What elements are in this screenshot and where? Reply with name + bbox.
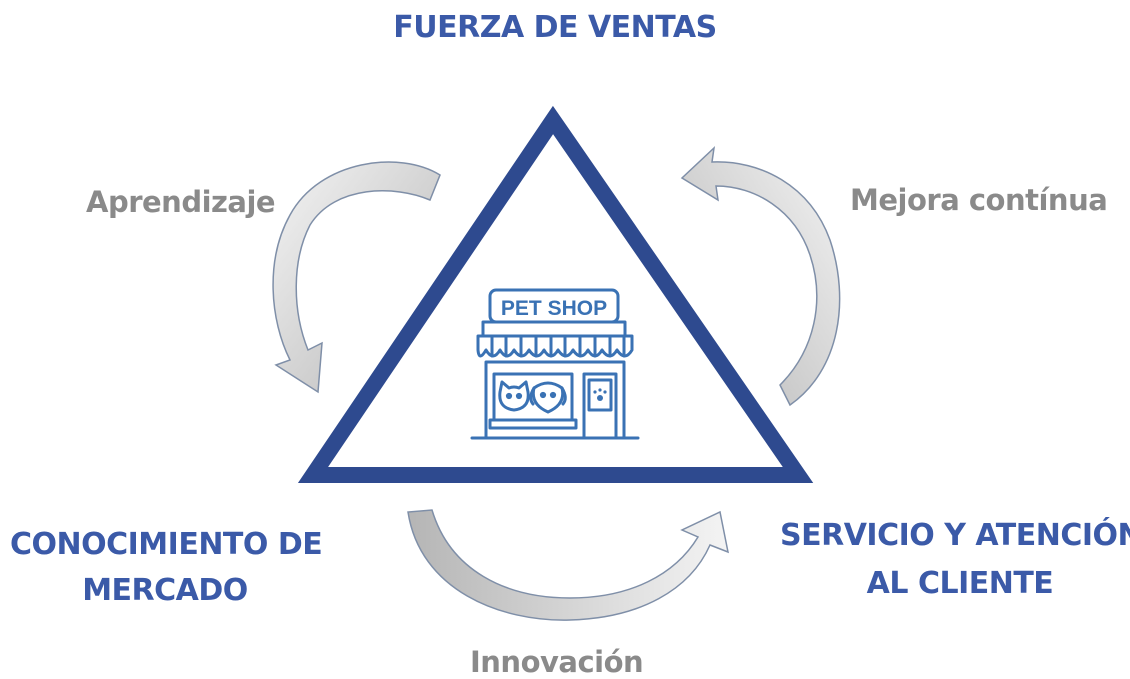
curved-arrow-left	[272, 161, 441, 394]
node-label-bottom-right-line2: AL CLIENTE	[866, 566, 1054, 601]
pet-shop-icon	[470, 288, 640, 440]
node-label-bottom-left-line2: MERCADO	[82, 573, 248, 608]
curved-arrow-right	[680, 145, 841, 407]
triangle-outline	[297, 105, 814, 483]
node-label-bottom-left: CONOCIMIENTO DE MERCADO	[10, 522, 323, 614]
cycle-label-bottom: Innovación	[470, 645, 644, 679]
pet-shop-sign-text: PET SHOP	[501, 297, 607, 320]
node-label-bottom-right-line1: SERVICIO Y ATENCIÓN	[780, 518, 1130, 553]
cycle-label-right: Mejora contínua	[850, 183, 1108, 217]
cycle-label-left: Aprendizaje	[86, 185, 276, 219]
node-label-bottom-right: SERVICIO Y ATENCIÓN AL CLIENTE	[780, 512, 1130, 608]
node-label-bottom-left-line1: CONOCIMIENTO DE	[10, 527, 323, 562]
curved-arrow-bottom	[407, 509, 730, 621]
node-label-top: FUERZA DE VENTAS	[393, 10, 717, 45]
